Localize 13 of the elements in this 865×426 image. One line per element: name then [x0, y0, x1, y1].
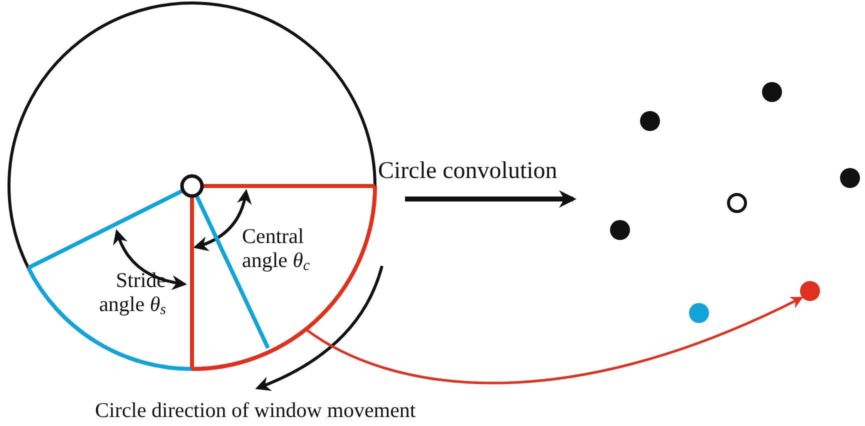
point	[800, 281, 820, 301]
point	[640, 111, 660, 131]
caption-text: Circle direction of window movement	[95, 398, 416, 422]
angle-label: Central angle θ$_{c}$	[242, 224, 311, 276]
circular-window-drawing	[6, 0, 378, 372]
arrow	[405, 190, 576, 208]
edge-label: Circle convolution	[378, 159, 558, 183]
point	[840, 168, 860, 188]
point	[762, 82, 782, 102]
hollow-point	[727, 193, 747, 213]
point	[689, 303, 709, 323]
arrow	[305, 296, 804, 384]
point	[610, 220, 630, 240]
